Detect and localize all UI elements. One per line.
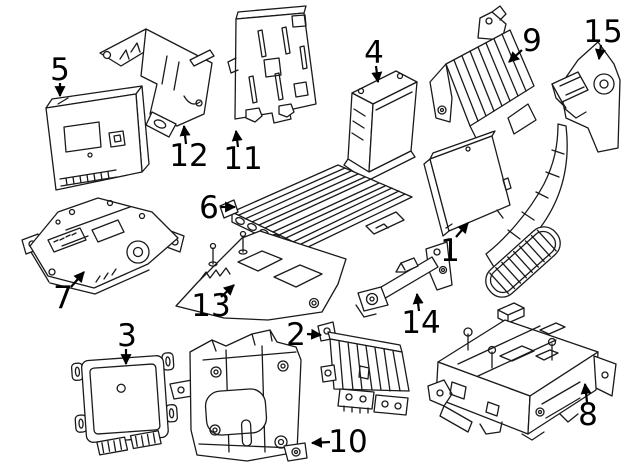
callout-2[interactable]: 2 xyxy=(286,317,323,353)
part-14-bracket-drawing xyxy=(355,241,453,318)
callout-12-label: 12 xyxy=(169,138,208,174)
callout-13[interactable]: 13 xyxy=(191,284,235,324)
callout-10-arrow xyxy=(310,436,331,448)
callout-2-arrow xyxy=(306,328,323,340)
part-8-assembly-drawing xyxy=(427,302,617,441)
callout-15-label: 15 xyxy=(583,14,622,50)
part-3-module-drawing xyxy=(70,352,179,456)
part-9-bracket-drawing xyxy=(429,5,537,139)
part-11-bracket-drawing xyxy=(227,5,317,124)
callout-1-arrow xyxy=(455,222,469,238)
callout-6-label: 6 xyxy=(199,190,219,226)
callout-15-arrow xyxy=(594,44,606,61)
callout-10-label: 10 xyxy=(328,424,367,460)
callout-6[interactable]: 6 xyxy=(199,190,237,226)
callouts-layer: 1 2 3 4 5 6 7 8 xyxy=(50,14,623,460)
callout-3-label: 3 xyxy=(117,318,137,354)
callout-7-arrow xyxy=(70,271,85,288)
callout-8-arrow xyxy=(580,382,592,403)
callout-11-label: 11 xyxy=(223,141,262,177)
callout-2-label: 2 xyxy=(286,317,306,353)
part-5-module-drawing xyxy=(45,85,150,191)
callout-14-arrow xyxy=(412,292,424,312)
callout-13-arrow xyxy=(220,284,235,298)
callout-9[interactable]: 9 xyxy=(508,23,542,63)
callout-5-label: 5 xyxy=(50,52,70,88)
callout-3[interactable]: 3 xyxy=(117,318,137,366)
callout-12-arrow xyxy=(179,124,191,145)
callout-8[interactable]: 8 xyxy=(578,382,598,433)
part-12-bracket-drawing xyxy=(99,28,215,138)
callout-11[interactable]: 11 xyxy=(223,129,263,177)
callout-11-arrow xyxy=(231,129,243,148)
callout-1[interactable]: 1 xyxy=(440,222,469,269)
callout-9-label: 9 xyxy=(522,23,542,59)
part-2-module-drawing xyxy=(317,321,410,416)
callout-9-arrow xyxy=(508,49,523,63)
callout-14[interactable]: 14 xyxy=(401,292,441,341)
part-4-module-drawing xyxy=(343,70,418,182)
callout-15[interactable]: 15 xyxy=(583,14,623,61)
callout-4-label: 4 xyxy=(364,35,384,71)
part-15-pedal-drawing xyxy=(485,41,621,298)
callout-13-label: 13 xyxy=(191,288,230,324)
callout-4-arrow xyxy=(371,65,383,84)
callout-5[interactable]: 5 xyxy=(50,52,70,98)
part-13-plate-drawing xyxy=(175,230,347,321)
callout-7-label: 7 xyxy=(53,280,73,316)
part-10-bracket-drawing xyxy=(169,329,308,462)
callout-7[interactable]: 7 xyxy=(53,271,85,316)
callout-4[interactable]: 4 xyxy=(364,35,384,84)
part-7-module-drawing xyxy=(21,197,185,295)
callout-8-label: 8 xyxy=(578,397,598,433)
callout-14-label: 14 xyxy=(401,305,440,341)
callout-10[interactable]: 10 xyxy=(310,424,368,460)
callout-12[interactable]: 12 xyxy=(169,124,209,174)
part-1-module-drawing xyxy=(423,130,512,237)
callout-1-label: 1 xyxy=(440,233,460,269)
